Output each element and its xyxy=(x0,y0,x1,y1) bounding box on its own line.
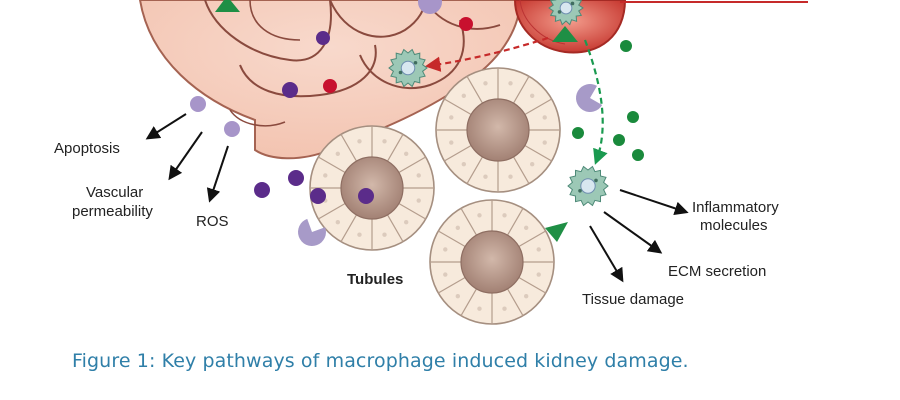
molecules-group xyxy=(190,0,644,204)
label-inflammatory-line2: molecules xyxy=(700,217,768,234)
red-dashed-arrow xyxy=(424,36,549,72)
label-vascular-line2: permeability xyxy=(72,203,153,220)
label-apoptosis: Apoptosis xyxy=(54,140,120,157)
molecule-dot xyxy=(620,40,632,52)
arrow-inflammatory xyxy=(619,189,689,216)
molecule-dot xyxy=(190,96,206,112)
macrophage-vessel xyxy=(548,0,584,26)
green-triangle-tubule xyxy=(545,222,568,242)
tubule-top xyxy=(435,67,561,193)
molecule-dot xyxy=(310,188,326,204)
tubule-bottom xyxy=(429,199,555,325)
molecule-dot xyxy=(254,182,270,198)
molecule-dot xyxy=(418,0,442,14)
arrow-ros xyxy=(206,145,229,203)
molecule-dot xyxy=(358,188,374,204)
label-tissue-damage: Tissue damage xyxy=(582,291,684,308)
label-ros: ROS xyxy=(196,213,229,230)
arrow-apoptosis xyxy=(145,113,187,140)
label-vascular-line1: Vascular xyxy=(86,184,143,201)
diagram-canvas: Apoptosis Vascular permeability ROS Tubu… xyxy=(54,0,808,325)
molecule-dot xyxy=(572,127,584,139)
molecule-dot xyxy=(282,82,298,98)
macrophage-interstitial xyxy=(567,165,609,207)
macrophage-glomerular xyxy=(388,48,428,88)
green-dashed-arrow xyxy=(583,39,608,165)
molecule-dot xyxy=(323,79,337,93)
green-triangle-top xyxy=(215,0,240,12)
molecule-dot xyxy=(288,170,304,186)
arrow-ecm xyxy=(603,211,663,254)
receptor-pacman-top xyxy=(576,84,603,112)
receptor-pacman-left xyxy=(298,218,326,246)
molecule-dot xyxy=(224,121,240,137)
molecule-dot xyxy=(316,31,330,45)
molecule-dot xyxy=(632,149,644,161)
figure-caption: Figure 1: Key pathways of macrophage ind… xyxy=(72,350,689,372)
molecule-dot xyxy=(627,111,639,123)
label-tubules: Tubules xyxy=(347,271,403,288)
arrow-vascular xyxy=(168,131,203,181)
arrow-tissue xyxy=(589,225,624,283)
macrophages-group xyxy=(388,0,609,207)
tubules-group xyxy=(309,67,561,325)
label-ecm-secretion: ECM secretion xyxy=(668,263,766,280)
green-triangle-vessel xyxy=(552,26,578,42)
tubule-left xyxy=(309,125,435,251)
molecule-dot xyxy=(613,134,625,146)
molecule-dot xyxy=(459,17,473,31)
label-inflammatory-line1: Inflammatory xyxy=(692,199,779,216)
